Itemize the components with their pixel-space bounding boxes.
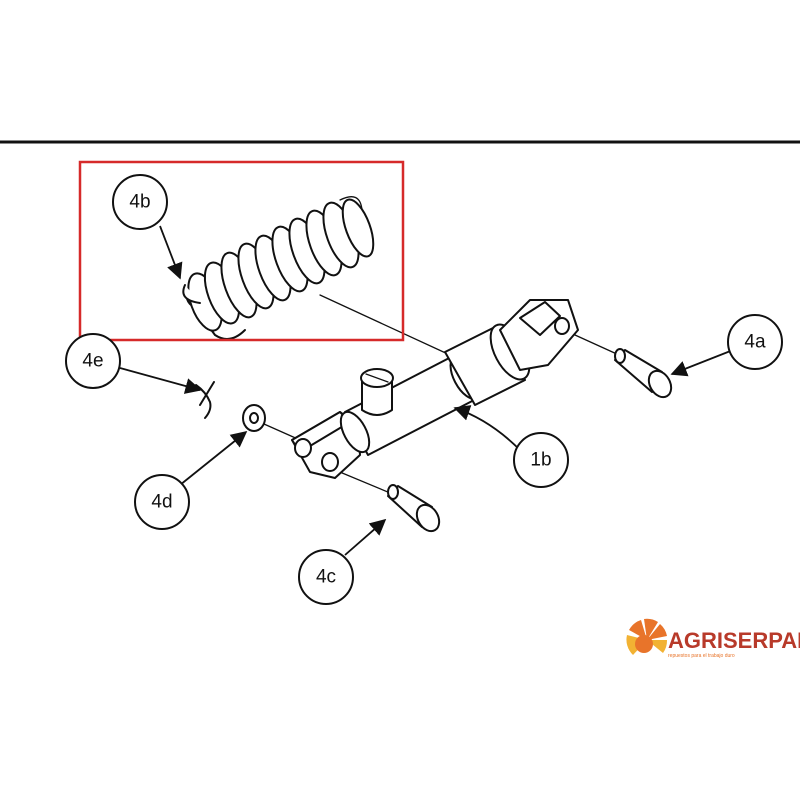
pin-4a [614,348,673,399]
washer-4d [242,404,266,432]
callout-4c-label: 4c [316,567,336,588]
callout-4d-label: 4d [151,492,172,513]
callout-4a-label: 4a [744,332,766,353]
spring-4b [182,196,375,340]
callout-4a: 4a [727,314,783,370]
brand-logo: AGRISERPAL repuestos para el trabajo dur… [626,618,800,659]
pin-4c [387,484,441,533]
callout-1b-label: 1b [530,450,551,471]
sun-fan-logo-icon [626,618,668,655]
highlight-box-4b [78,160,405,342]
callout-4b-label: 4b [129,192,150,213]
callout-1b: 1b [513,432,569,488]
callout-4d: 4d [134,474,190,530]
leader-arrows [119,225,734,556]
rod-assembly-1b [291,299,579,479]
callout-4e: 4e [65,333,121,389]
callout-4e-label: 4e [82,351,103,372]
brand-tagline: repuestos para el trabajo duro [668,653,735,659]
callout-4b: 4b [112,174,168,230]
cotter-pin-4e [195,381,215,419]
brand-name: AGRISERPAL [668,628,800,653]
callout-4c: 4c [298,549,354,605]
